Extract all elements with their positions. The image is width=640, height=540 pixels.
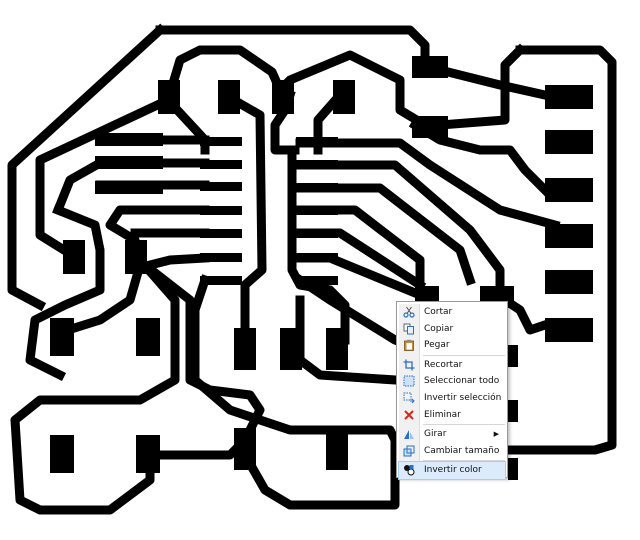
menu-item-label: Recortar: [424, 359, 463, 370]
pcb-traces: [7, 23, 617, 515]
pcb-pads: [50, 56, 593, 480]
select-all-icon: [403, 375, 415, 387]
menu-separator: [423, 424, 505, 426]
menu-item-pegar[interactable]: Pegar: [399, 337, 505, 354]
menu-item-label: Pegar: [424, 340, 450, 351]
scissors-icon: [403, 306, 415, 318]
menu-item-label: Invertir color: [424, 465, 482, 476]
menu-item-label: Cortar: [424, 307, 453, 317]
menu-item-label: Cambiar tamaño: [424, 445, 500, 456]
crop-icon: [403, 359, 415, 371]
menu-separator: [423, 354, 505, 356]
menu-item-label: Girar: [424, 429, 447, 440]
menu-item-recortar[interactable]: Recortar: [399, 357, 505, 374]
context-menu: Cortar Copiar Pegar Recortar Seleccionar…: [396, 301, 508, 480]
menu-item-girar[interactable]: Girar ▶: [399, 426, 505, 443]
menu-item-label: Seleccionar todo: [424, 376, 500, 387]
clipboard-icon: [403, 339, 415, 352]
rotate-icon: [403, 428, 415, 440]
menu-item-eliminar[interactable]: Eliminar: [399, 407, 505, 424]
invert-selection-icon: [403, 392, 415, 404]
menu-item-seleccionar-todo[interactable]: Seleccionar todo: [399, 373, 505, 390]
menu-item-label: Copiar: [424, 323, 454, 334]
menu-item-label: Eliminar: [424, 409, 461, 420]
menu-item-label: Invertir selección: [424, 392, 502, 403]
invert-color-icon: [403, 464, 415, 476]
copy-icon: [403, 323, 415, 335]
menu-item-invertir-color[interactable]: Invertir color: [398, 461, 506, 480]
menu-item-cambiar-tamano[interactable]: Cambiar tamaño: [399, 443, 505, 460]
resize-icon: [403, 445, 415, 457]
submenu-arrow-icon: ▶: [493, 430, 499, 439]
delete-x-icon: [403, 409, 415, 421]
menu-item-cortar[interactable]: Cortar: [399, 304, 505, 321]
menu-item-copiar[interactable]: Copiar: [399, 321, 505, 338]
menu-item-invertir-seleccion[interactable]: Invertir selección: [399, 390, 505, 407]
menu-separator: [423, 460, 505, 462]
